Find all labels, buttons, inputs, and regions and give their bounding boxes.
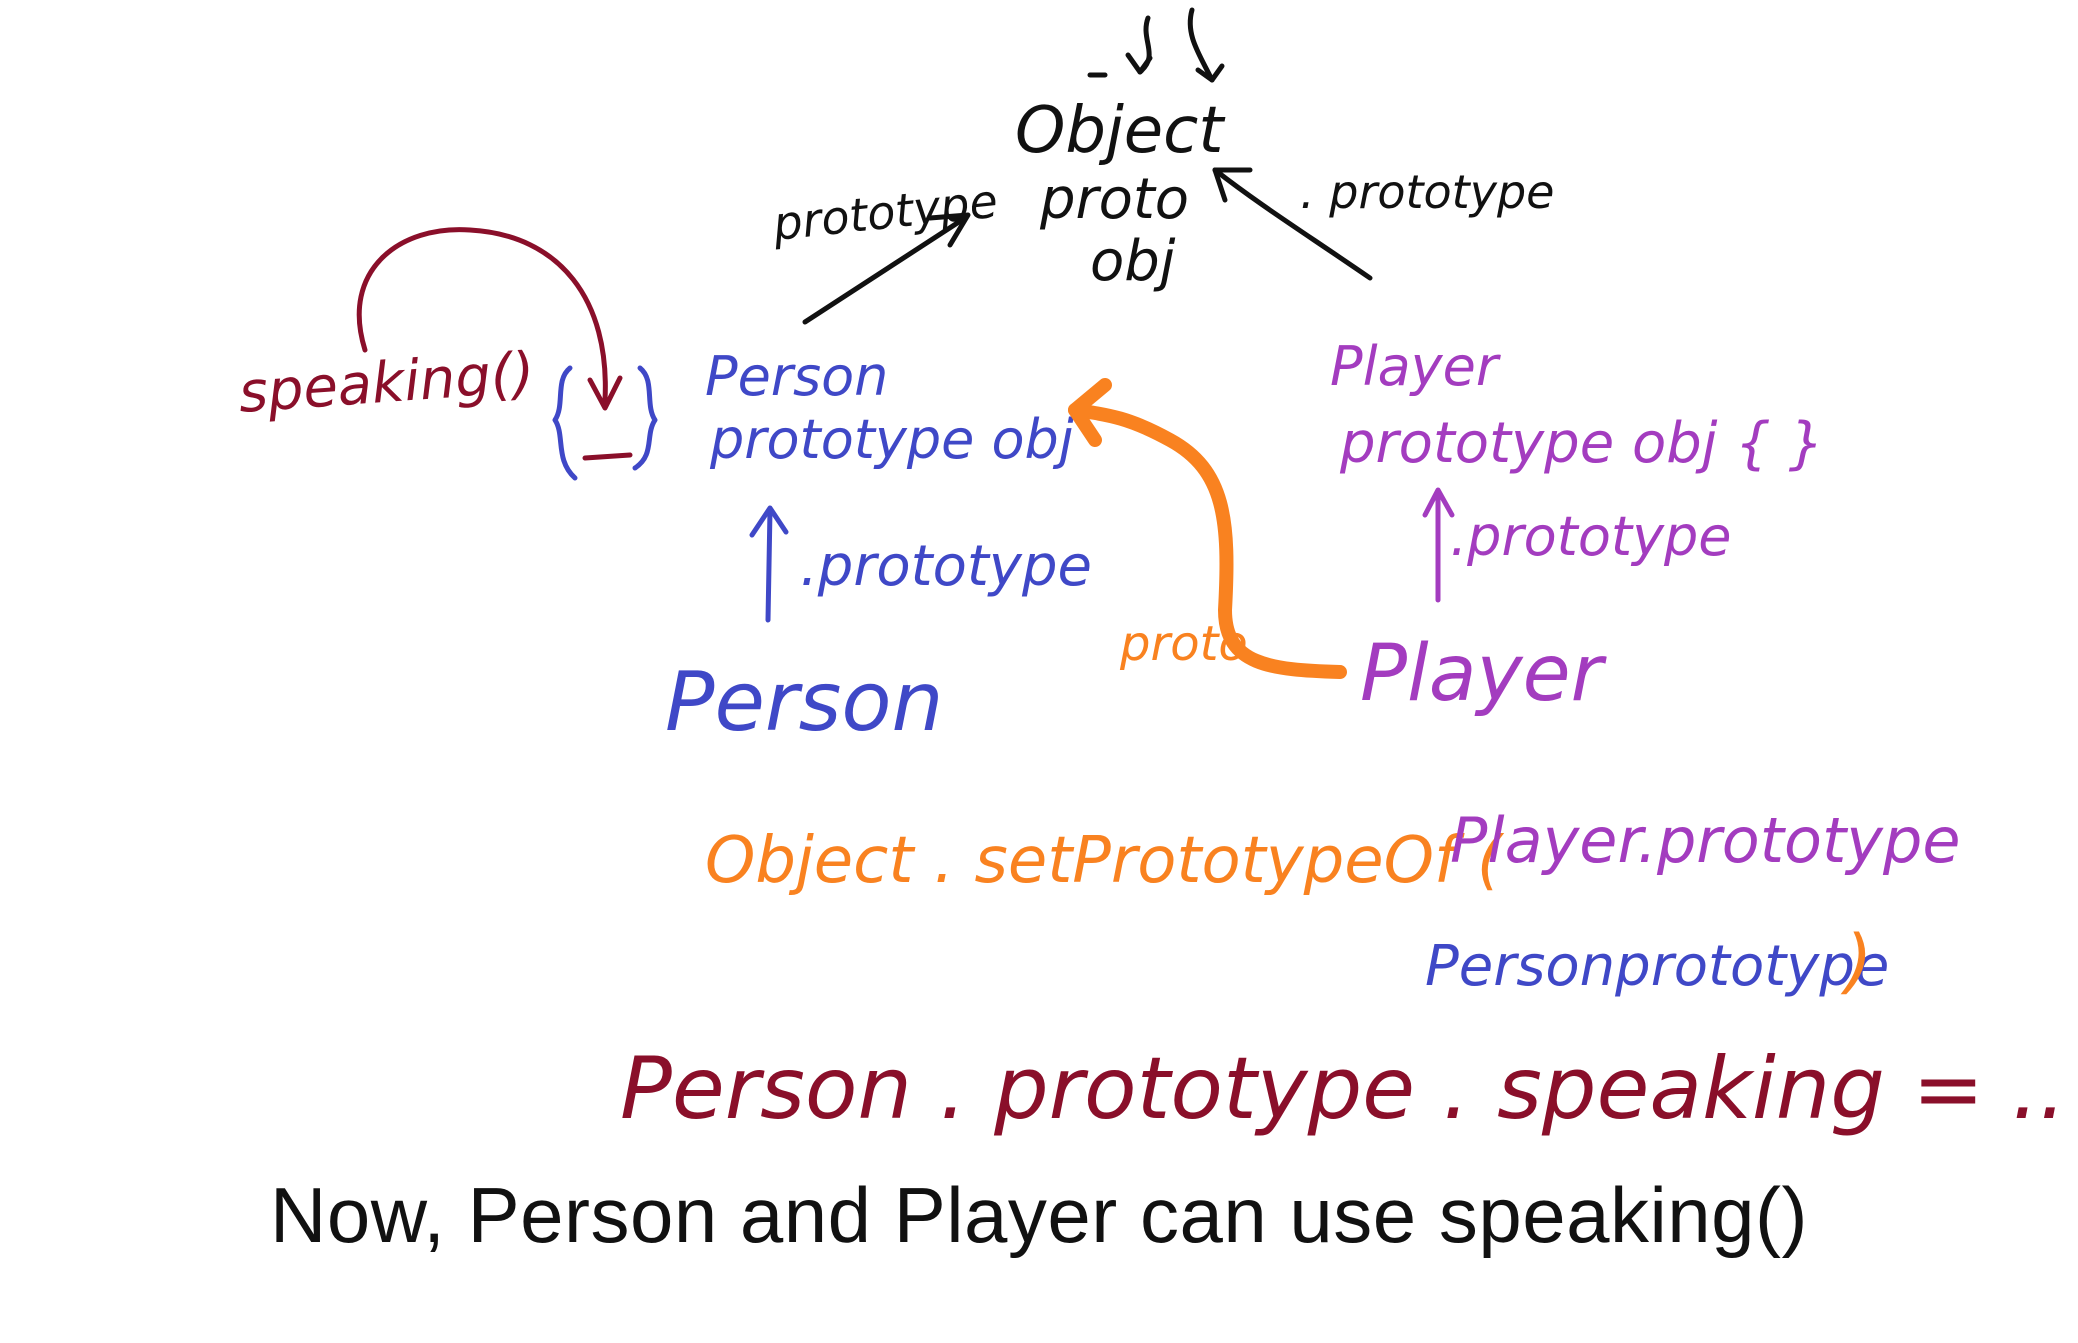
set-prototype-arg1: Player.prototype bbox=[1450, 804, 1960, 877]
top-incoming-arrows bbox=[1087, 7, 1225, 83]
speaking-slot bbox=[582, 452, 633, 461]
speaking-loop-arrow bbox=[356, 227, 623, 411]
player-prototype-obj: Player prototype obj { } bbox=[1330, 335, 1824, 476]
object-proto-node: Object proto obj bbox=[1015, 94, 1226, 294]
player-prototype-arrow bbox=[1422, 487, 1455, 603]
prototype-right-label: . prototype bbox=[1300, 165, 1554, 219]
player-proto-obj-line2: prototype obj { } bbox=[1339, 411, 1824, 476]
prototype-left-label: prototype bbox=[770, 174, 1001, 251]
set-prototype-arg2: Personprototype bbox=[1425, 934, 1889, 999]
object-obj-label: obj bbox=[1090, 229, 1176, 294]
player-to-object-arrow bbox=[1212, 167, 1373, 281]
proto-orange-arrow bbox=[1068, 378, 1347, 679]
player-constructor: Player bbox=[1360, 629, 1608, 719]
set-prototype-call: Object . setPrototypeOf ( Player.prototy… bbox=[705, 804, 1960, 1002]
proto-arrow-label: proto bbox=[1119, 616, 1248, 672]
person-prototype-arrow bbox=[749, 505, 789, 623]
person-prototype-obj: Person prototype obj bbox=[705, 345, 1074, 471]
object-label: Object bbox=[1015, 94, 1226, 168]
person-prototype-link-label: .prototype bbox=[800, 534, 1092, 599]
speaking-label: speaking() bbox=[236, 340, 536, 426]
player-proto-obj-line1: Player bbox=[1330, 335, 1501, 398]
speaking-assignment: Person . prototype . speaking = .. func(… bbox=[620, 1039, 2078, 1139]
object-proto-label: proto bbox=[1039, 167, 1189, 232]
set-prototype-close: ) bbox=[1840, 920, 1872, 1002]
person-braces bbox=[552, 365, 658, 481]
player-prototype-link-label: .prototype bbox=[1450, 505, 1732, 568]
person-to-object-arrow bbox=[802, 212, 971, 325]
person-proto-obj-line1: Person bbox=[705, 345, 888, 408]
person-proto-obj-line2: prototype obj bbox=[709, 408, 1074, 471]
set-prototype-prefix: Object . setPrototypeOf ( bbox=[705, 824, 1505, 898]
caption: Now, Person and Player can use speaking(… bbox=[270, 1171, 1808, 1259]
person-constructor: Person bbox=[665, 655, 943, 750]
